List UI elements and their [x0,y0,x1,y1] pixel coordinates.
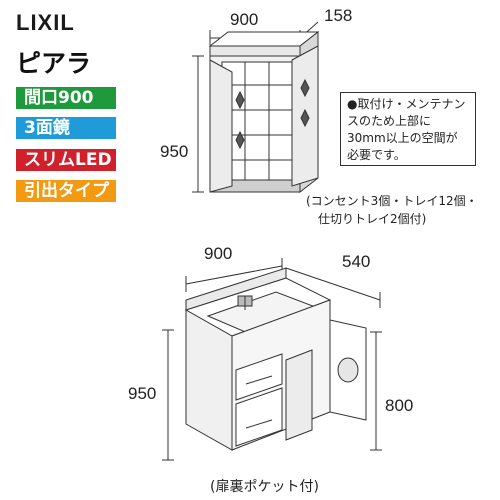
vanity-drawing [162,258,382,461]
installation-note: ●取付け・メンテナンスのため上部に30mm以上の空間が必要です。 [340,92,476,166]
vanity-width-label: 900 [204,244,233,263]
badge-width: 間口900 [16,87,116,109]
counter-height-label: 800 [385,396,414,415]
vanity-depth-label: 540 [342,252,371,271]
mirror-caption-line2: 仕切りトレイ2個付) [318,212,427,226]
mirror-depth-label: 158 [324,6,353,25]
mirror-width-label: 900 [230,10,259,29]
vanity-caption: (扉裏ポケット付) [210,479,319,495]
vanity-height-label: 950 [128,384,157,403]
brand-logo: LIXIL [16,10,75,35]
mirror-caption-line1: (コンセント3個・トレイ12個・ [306,194,478,208]
mirror-height-label: 950 [160,142,189,161]
badge-drawer-type: 引出タイプ [16,180,116,202]
badge-led: スリムLED [16,149,116,171]
badge-mirror-type: 3面鏡 [16,117,116,139]
series-name: ピアラ [16,49,92,78]
mirror-cabinet-drawing [192,21,320,194]
